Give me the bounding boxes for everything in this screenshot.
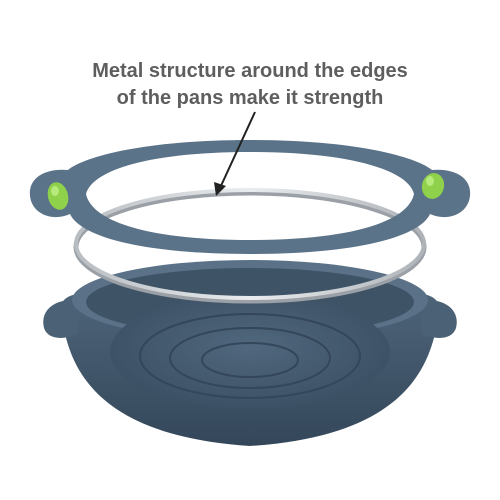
pan-floor [110,294,390,410]
silicone-frame [29,140,471,254]
pan-groove-middle [169,327,331,389]
metal-ring-band [74,188,426,300]
handle-grip-left-highlight [51,186,59,196]
arrow-line [219,111,256,189]
handle-grip-right-highlight [426,176,434,186]
arrow-pointer-icon [214,111,256,196]
cake-pan [43,260,457,446]
metal-ring [73,188,427,304]
pan-handle-left [43,299,80,338]
pan-groove-outer [139,313,361,399]
arrow-head [214,182,226,196]
silicone-frame-band [29,140,471,254]
caption-line-1: Metal structure around the edges [92,60,408,82]
pan-handle-right [420,299,457,338]
caption-line-2: of the pans make it strength [116,87,384,109]
pan-groove-inner [201,342,299,378]
caption-text: Metal structure around the edges of the … [0,58,500,112]
